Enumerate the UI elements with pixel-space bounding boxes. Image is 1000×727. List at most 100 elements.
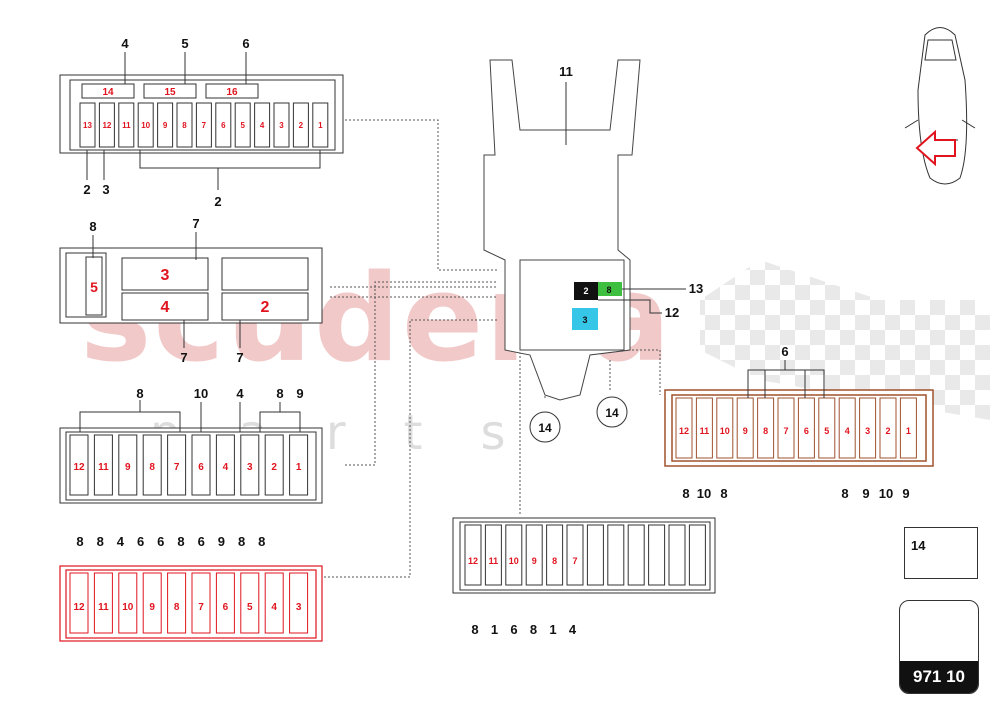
callout-r-b4: 8 xyxy=(841,486,848,501)
red-fuse-slot xyxy=(289,572,309,634)
badge-green: 8 xyxy=(606,285,611,295)
callout-l3-8b: 8 xyxy=(276,386,283,401)
module-cyan xyxy=(572,308,598,330)
tl-fuse-slot xyxy=(157,102,174,148)
legend-number: 14 xyxy=(911,538,926,553)
relay-16: 16 xyxy=(226,87,238,98)
red-box-callout: 8 xyxy=(238,534,245,549)
center-box-callout: 1 xyxy=(549,622,556,637)
l3-fuse-slot xyxy=(289,434,309,496)
l3-fuse-slot xyxy=(240,434,260,496)
l3-fuse-slot xyxy=(215,434,235,496)
diagram-code-box: 971 10 xyxy=(899,600,979,694)
right-fuse-label: 6 xyxy=(804,426,809,436)
callout-3: 3 xyxy=(102,182,109,197)
right-fuse-slot xyxy=(818,397,836,459)
center-fuse-slot xyxy=(484,524,502,586)
tl-fuse-label: 12 xyxy=(102,121,111,130)
relay-3: 3 xyxy=(161,267,170,284)
module-black xyxy=(574,282,598,300)
legend-box: 14 xyxy=(904,527,978,579)
leader-lines xyxy=(79,52,825,432)
right-fuse-slot xyxy=(777,397,795,459)
right-fuse-label: 11 xyxy=(700,426,710,436)
callout-r-b1: 8 xyxy=(682,486,689,501)
center-box-callout: 1 xyxy=(491,622,498,637)
right-fuse-slot xyxy=(736,397,754,459)
right-fuse-slot xyxy=(838,397,856,459)
right-fuse-label: 8 xyxy=(763,426,768,436)
tl-fuse-slot xyxy=(79,102,96,148)
right-fuse-label: 1 xyxy=(906,426,911,436)
circle-label-b: 14 xyxy=(605,406,619,420)
l3-fuse-slot xyxy=(118,434,138,496)
right-fuse-slot xyxy=(695,397,713,459)
right-fuse-label: 3 xyxy=(865,426,870,436)
callout-4: 4 xyxy=(121,36,129,51)
red-box-callout: 8 xyxy=(258,534,265,549)
relay-15: 15 xyxy=(164,87,176,98)
callout-l3-9: 9 xyxy=(296,386,303,401)
right-fuse-label: 9 xyxy=(743,426,748,436)
red-fuse-slot xyxy=(240,572,260,634)
tl-fuse-label: 3 xyxy=(279,121,284,130)
right-fuse-slot xyxy=(757,397,775,459)
tl-fuse-slot xyxy=(273,102,290,148)
red-fuse-slot xyxy=(118,572,138,634)
tl-fuse-slot xyxy=(254,102,271,148)
right-fuse-label: 5 xyxy=(824,426,829,436)
l3-fuse-slot xyxy=(142,434,162,496)
l3-fuse-label: 12 xyxy=(73,462,85,473)
tl-fuse-slot xyxy=(234,102,251,148)
callout-7b: 7 xyxy=(236,350,243,365)
tl-fuse-label: 9 xyxy=(163,121,168,130)
relay-box-mid-left xyxy=(59,247,323,324)
red-fuse-slot xyxy=(215,572,235,634)
diagram-code: 971 10 xyxy=(900,661,978,693)
red-fuse-label: 12 xyxy=(73,602,85,613)
l3-fuse-label: 7 xyxy=(174,462,180,473)
tl-fuse-label: 6 xyxy=(221,121,226,130)
callout-r-b3: 8 xyxy=(720,486,727,501)
center-fuse-label: 12 xyxy=(468,556,478,566)
callout-l3-10: 10 xyxy=(194,386,208,401)
center-fuse-label: 11 xyxy=(489,556,499,566)
tl-fuse-slot xyxy=(312,102,329,148)
callout-r-b5: 9 xyxy=(862,486,869,501)
right-fuse-slot xyxy=(797,397,815,459)
right-fuse-label: 7 xyxy=(783,426,788,436)
red-arrow-icon xyxy=(915,129,956,167)
red-fuse-label: 6 xyxy=(223,602,229,613)
l3-fuse-label: 3 xyxy=(247,462,253,473)
tl-fuse-label: 1 xyxy=(318,121,323,130)
relay-4: 4 xyxy=(161,299,170,316)
l3-fuse-label: 1 xyxy=(296,462,302,473)
callout-8: 8 xyxy=(89,219,96,234)
red-fuse-label: 3 xyxy=(296,602,302,613)
tl-fuse-label: 8 xyxy=(182,121,187,130)
l3-fuse-label: 2 xyxy=(271,462,277,473)
callout-13: 13 xyxy=(689,281,703,296)
tl-fuse-slot xyxy=(98,102,115,148)
red-fuse-slot xyxy=(142,572,162,634)
callout-right-6: 6 xyxy=(781,344,788,359)
circle-callout-b xyxy=(596,396,628,428)
tl-fuse-slot xyxy=(118,102,135,148)
callout-l3-8: 8 xyxy=(136,386,143,401)
callout-6: 6 xyxy=(242,36,249,51)
red-fuse-slot xyxy=(69,572,89,634)
red-fuse-label: 8 xyxy=(174,602,180,613)
center-fuse-label: 9 xyxy=(532,556,537,566)
red-box-callout: 9 xyxy=(218,534,225,549)
right-fuse-label: 10 xyxy=(720,426,730,436)
tl-fuse-slot xyxy=(137,102,154,148)
l3-fuse-label: 8 xyxy=(149,462,155,473)
right-fuse-slot xyxy=(879,397,897,459)
center-fuse-label: 10 xyxy=(509,556,519,566)
badge-cyan: 3 xyxy=(582,315,587,325)
red-box-callout: 4 xyxy=(117,534,125,549)
callout-5: 5 xyxy=(181,36,188,51)
callout-r-b6: 10 xyxy=(879,486,893,501)
center-box-callout: 6 xyxy=(510,622,517,637)
